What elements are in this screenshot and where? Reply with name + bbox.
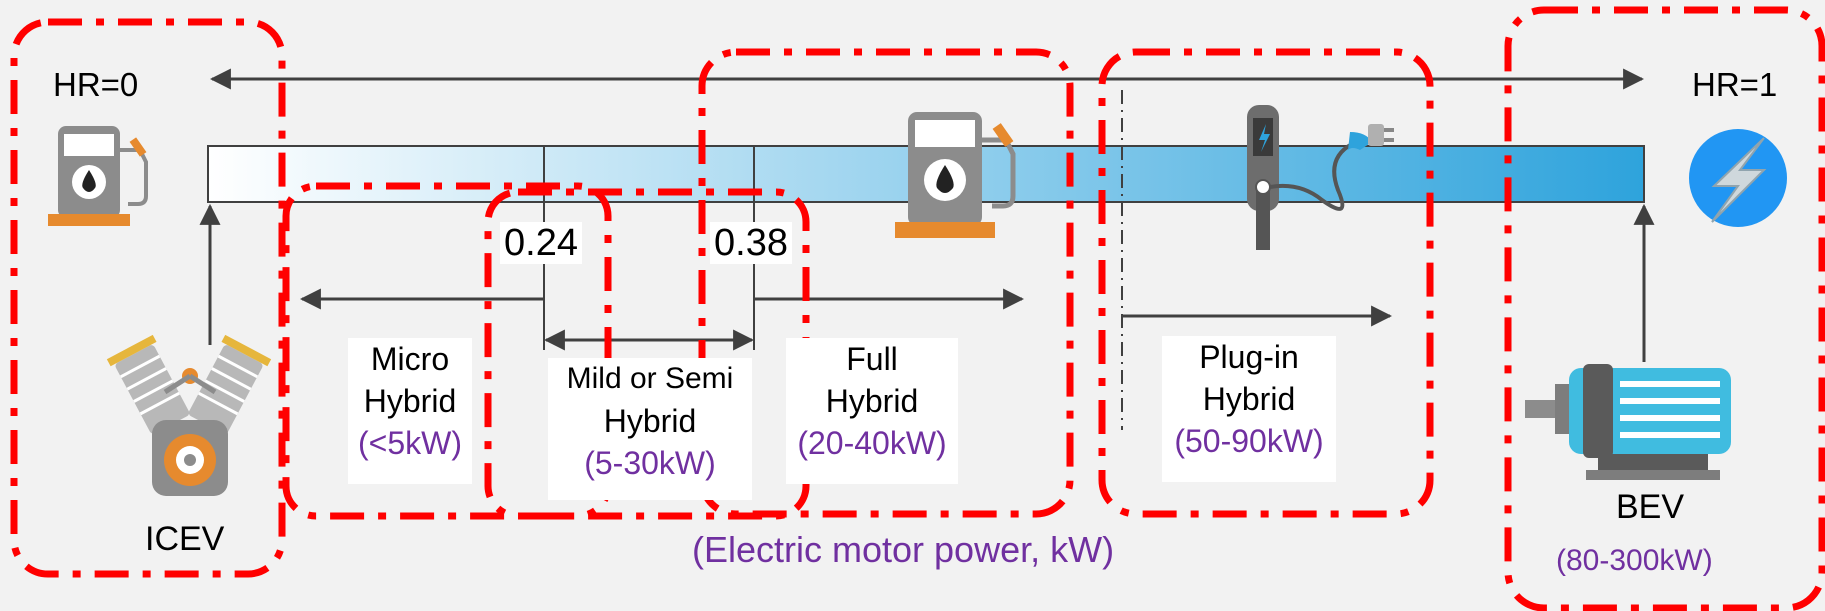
hr-1-label: HR=1 — [1692, 66, 1778, 103]
engine-icon — [106, 334, 272, 496]
plugin-hybrid-line1: Plug-in — [1199, 339, 1299, 375]
plugin-hybrid-power: (50-90kW) — [1174, 423, 1324, 459]
mild-hybrid-label: Mild or Semi Hybrid (5-30kW) — [548, 358, 752, 500]
plugin-hybrid-box — [1098, 48, 1434, 518]
bev-box — [1504, 6, 1825, 611]
fuel-pump-icon — [48, 126, 148, 226]
bev-power: (80-300kW) — [1556, 544, 1713, 577]
marker-0-24-label: 0.24 — [500, 222, 582, 264]
hr-0-label: HR=0 — [53, 66, 139, 103]
micro-hybrid-line2: Hybrid — [363, 383, 457, 419]
motor-power-caption: (Electric motor power, kW) — [692, 529, 1115, 570]
fuel-pump-icon-full-hybrid — [895, 112, 1016, 238]
mild-hybrid-power: (5-30kW) — [584, 445, 716, 481]
full-hybrid-box — [698, 48, 1074, 518]
full-hybrid-line1: Full — [846, 341, 898, 377]
micro-hybrid-power: (<5kW) — [358, 425, 462, 461]
plugin-hybrid-line2: Hybrid — [1202, 381, 1296, 417]
charging-station-icon — [1247, 105, 1394, 250]
micro-hybrid-line1: Micro — [370, 341, 450, 377]
lightning-icon — [1689, 129, 1787, 227]
plugin-hybrid-label: Plug-in Hybrid (50-90kW) — [1162, 336, 1336, 482]
mild-hybrid-line2: Hybrid — [603, 403, 697, 439]
full-hybrid-power: (20-40kW) — [797, 425, 947, 461]
full-hybrid-line2: Hybrid — [825, 383, 919, 419]
micro-hybrid-label: Micro Hybrid (<5kW) — [348, 338, 472, 484]
mild-hybrid-line1: Mild or Semi — [566, 362, 734, 395]
marker-0-38-label: 0.38 — [710, 222, 792, 264]
icev-label: ICEV — [145, 520, 225, 558]
micro-hybrid-box — [282, 182, 612, 520]
electric-motor-icon — [1525, 364, 1731, 480]
full-hybrid-label: Full Hybrid (20-40kW) — [786, 338, 958, 484]
bev-label: BEV — [1616, 488, 1685, 526]
icev-box — [10, 18, 286, 578]
